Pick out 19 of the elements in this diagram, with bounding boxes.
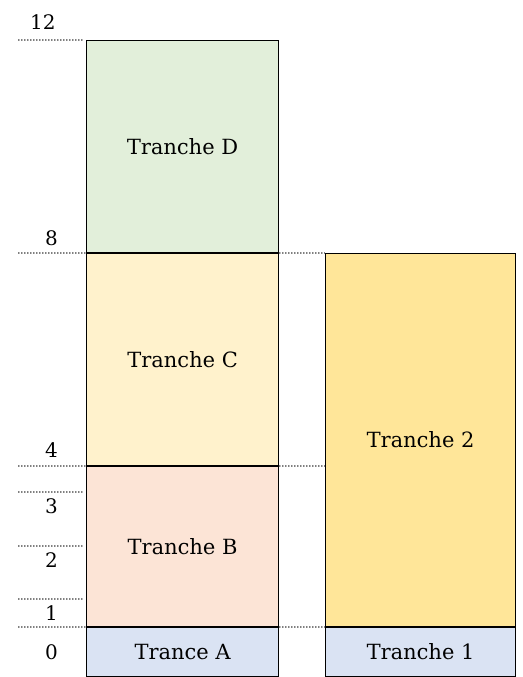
block-label: Tranche D [126,134,238,158]
tranche-block [86,627,279,677]
tranche-block [86,466,279,627]
scale-value: 0 [45,640,58,664]
block-label: Tranche B [128,534,238,558]
scale-value: 1 [45,601,58,625]
tranche-block [325,627,516,677]
block-label: Tranche 2 [366,428,474,452]
scale-value: 8 [45,226,58,250]
scale-value: 4 [45,438,58,462]
tranche-block [325,253,516,627]
scale-value: 3 [45,494,58,518]
block-label: Tranche C [127,348,238,372]
tranche-block [86,40,279,253]
tranche-block [86,253,279,466]
scale-value: 2 [45,548,58,572]
scale-value: 12 [30,10,56,34]
block-label: Trance A [134,640,231,664]
block-label: Tranche 1 [366,640,474,664]
